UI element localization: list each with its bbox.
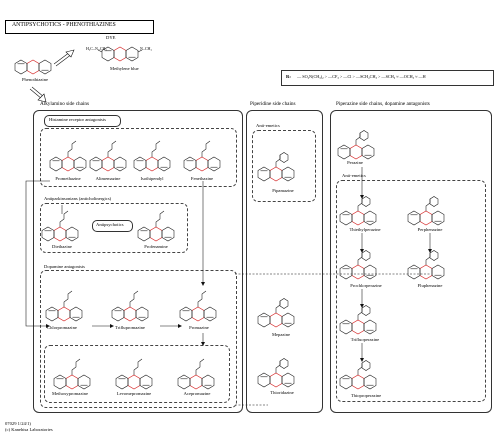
page-title: ANTIPSYCHOTICS - PHENOTHIAZINES: [12, 22, 116, 28]
dopamine-drug: Acepromazine: [183, 391, 211, 396]
piperidine-panel: [246, 110, 323, 413]
histamine-drug: Promethazine: [55, 176, 81, 181]
footer-code: 07029 1/24/1): [5, 421, 31, 426]
histamine-group-label: Histamine receptor antagonists: [49, 117, 106, 122]
page-title-box: [5, 20, 154, 34]
antipsychotics-label-box: [92, 220, 133, 232]
alkylamino-title: Alkylamino side chains: [40, 101, 89, 107]
histamine-group: [40, 128, 237, 187]
dopamine-drug: Promazine: [189, 325, 209, 330]
phenothiazine-label: Phenothiazine: [22, 77, 49, 82]
piperazine-right-drug: Fluphenazine: [417, 283, 443, 288]
legend-substituents: — SO₂N(CH₃)₂ > —CF₃ > —Cl > —SCH₂CH₃ > —…: [297, 74, 426, 79]
antipsychotics-label: Antipsychotics: [96, 222, 124, 227]
methylene-blue-n-left: H₃C–N–CH₃: [86, 46, 107, 51]
histamine-drug: Isothipendyl: [140, 176, 164, 181]
piperidine-title: Piperidine side chains: [250, 101, 296, 107]
antiparkinsonian-group: [40, 203, 188, 253]
piperazine-left-drug: Thioproperazine: [350, 393, 382, 398]
dopamine-drug: Triflupromazine: [115, 325, 145, 330]
piperazine-antiemetics-label: Anti-emetics: [342, 173, 366, 178]
core-to-derivatives-arrow: [29, 86, 47, 103]
dye-label: DYE: [106, 35, 116, 40]
substituent-legend-box: [281, 70, 494, 86]
antiparkinsonian-drug: Diethazine: [52, 244, 72, 249]
piperidine-drug: Thioridazine: [270, 390, 294, 395]
footer-copyright: (c) Kanehisa Laboratories: [5, 427, 53, 432]
piperazine-left-drug: Trifluoperazine: [350, 337, 380, 342]
methylene-blue-label: Methylene blue: [110, 66, 139, 71]
methylene-blue-n-right: N–CH₃: [140, 46, 152, 51]
dye-arrow: [53, 49, 75, 67]
dopamine-group: [40, 270, 237, 408]
dopamine-subgroup: [44, 345, 230, 403]
dopamine-drug: Methoxypromazine: [52, 391, 88, 396]
histamine-drug: Alimemazine: [95, 176, 121, 181]
piperazine-left-drug: Thiethylperazine: [349, 227, 381, 232]
alkylamino-panel: [33, 110, 243, 413]
antiparkinsonian-drug: Profenamine: [144, 244, 168, 249]
legend-r-label: R:: [286, 74, 291, 79]
dopamine-drug: Chlorpromazine: [47, 325, 77, 330]
dopamine-drug: Levomepromazine: [116, 391, 152, 396]
piperidine-drug: Pipamazine: [272, 188, 294, 193]
piperidine-drug: Mepazine: [271, 332, 291, 337]
antiparkinsonian-group-label: Antiparkinsonians (anticholinergics): [44, 196, 112, 201]
piperazine-left-drug: Prochlorperazine: [350, 283, 382, 288]
dopamine-group-label: Dopamine antagonists: [44, 264, 85, 269]
histamine-group-label-box: [44, 115, 121, 127]
methylene-blue-structure: [97, 46, 143, 62]
piperazine-title: Piperazine side chains, dopamine antagon…: [336, 101, 430, 107]
piperazine-antiemetics-group: [336, 180, 486, 402]
piperazine-panel: [330, 110, 492, 413]
histamine-drug: Fenethazine: [190, 176, 214, 181]
piperazine-right-drug: Perphenazine: [417, 227, 443, 232]
perazine-label: Perazine: [347, 160, 363, 165]
piperidine-antiemetics-group: [252, 130, 316, 202]
piperidine-antiemetics-label: Anti-emetics: [256, 123, 280, 128]
